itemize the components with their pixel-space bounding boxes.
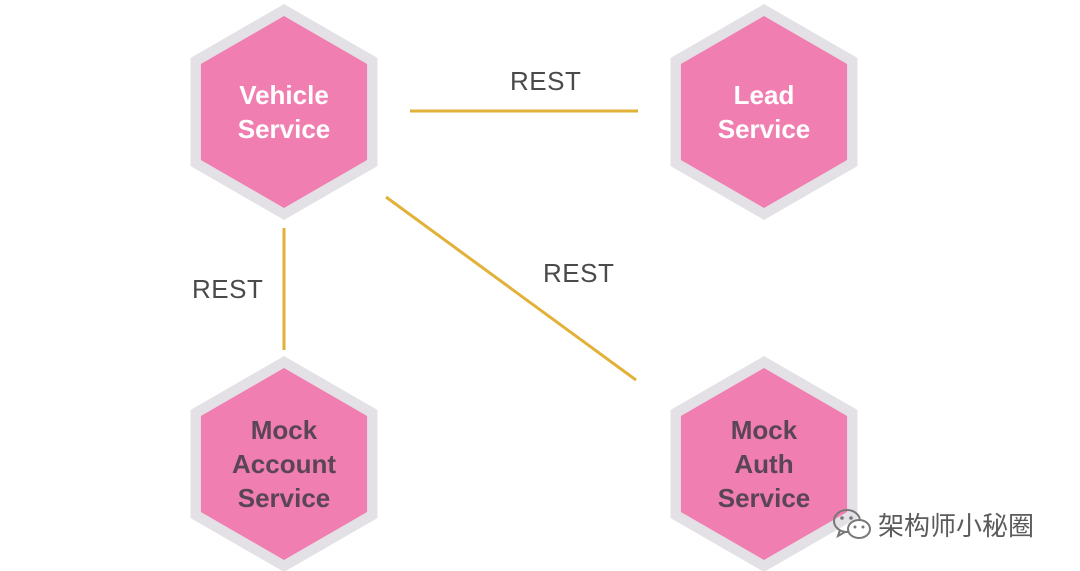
edge-label-vehicle-mock_auth: REST: [543, 258, 615, 288]
node-label-lead: Lead Service: [717, 80, 811, 144]
watermark-text: 架构师小秘圈: [878, 511, 1035, 541]
edge-label-vehicle-mock_account: REST: [192, 274, 264, 304]
node-lead[interactable]: [680, 16, 848, 208]
node-mock_auth[interactable]: [680, 368, 848, 560]
wechat-icon: [833, 508, 871, 539]
watermark: 架构师小秘圈: [832, 506, 1034, 543]
node-mock_account[interactable]: [200, 368, 368, 560]
node-label-mock_auth: Mock Auth Service: [717, 415, 811, 513]
node-vehicle[interactable]: [200, 16, 368, 208]
edge-vehicle-mock_auth: [385, 195, 637, 382]
edge-label-vehicle-lead: REST: [510, 66, 582, 96]
node-label-mock_account: Mock Account Service: [232, 415, 336, 513]
node-label-vehicle: Vehicle Service: [237, 80, 331, 144]
